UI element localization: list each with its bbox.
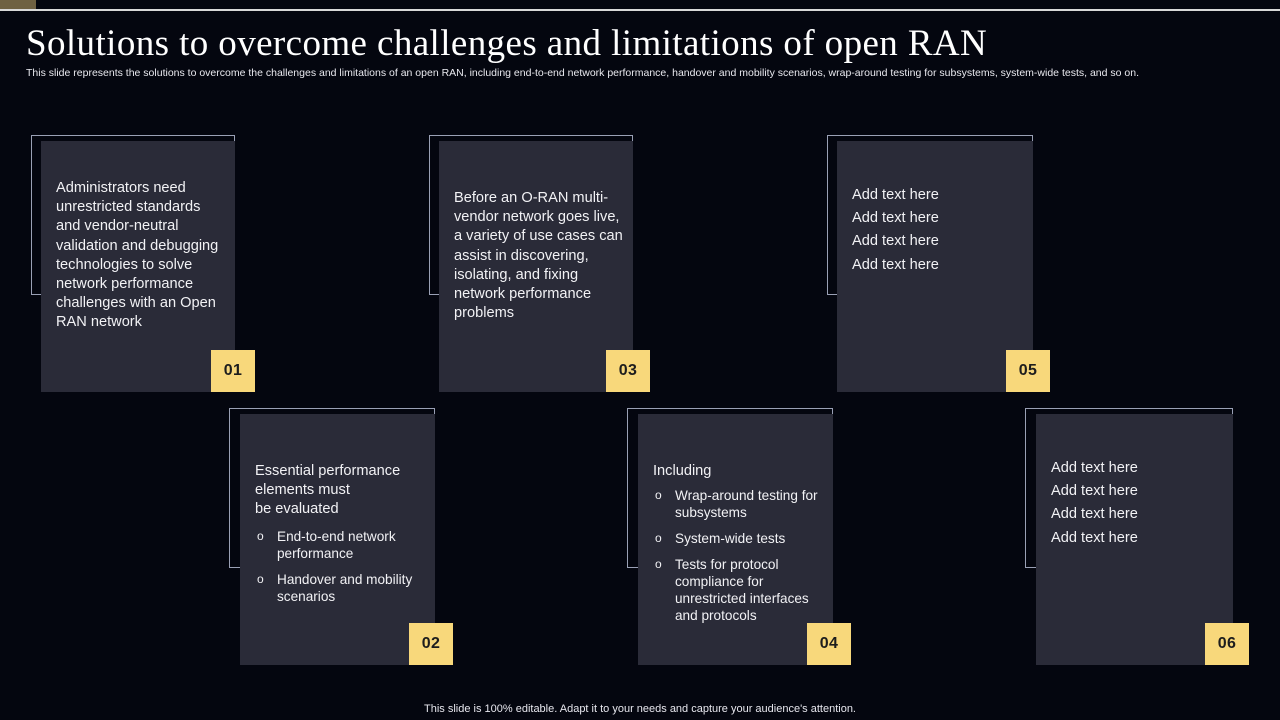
card-06-body: Add text here Add text here Add text her… [1051,457,1223,550]
circle-bullet-icon: o [655,557,662,572]
card-05[interactable]: Add text here Add text here Add text her… [827,135,1053,392]
card-01-panel: Administrators need unrestricted standar… [41,141,235,392]
card-02-bullet-1: End-to-end network performance [277,528,396,561]
card-04-panel: Including o Wrap-around testing for subs… [638,414,833,665]
list-item: o System-wide tests [653,530,823,547]
list-item: o Wrap-around testing for subsystems [653,487,823,521]
card-06-line-2: Add text here [1051,483,1138,500]
card-03-badge: 03 [606,350,650,392]
circle-bullet-icon: o [257,528,264,543]
card-04-heading: Including [653,463,712,479]
card-05-line-1: Add text here [852,187,939,203]
card-05-line-2: Add text here [852,210,939,227]
card-05-line-3: Add text here [852,233,939,250]
top-divider-rule [0,9,1280,11]
top-left-tab [0,0,36,9]
card-02[interactable]: Essential performance elements must be e… [229,408,455,665]
list-item: o Handover and mobility scenarios [255,571,425,605]
card-01-badge: 01 [211,350,255,392]
card-03-panel: Before an O-RAN multi-vendor network goe… [439,141,633,392]
card-03-body: Before an O-RAN multi-vendor network goe… [454,189,623,323]
card-01-body: Administrators need unrestricted standar… [56,179,225,333]
card-02-bullet-list: o End-to-end network performance o Hando… [255,528,425,605]
list-item: o End-to-end network performance [255,528,425,562]
card-06-panel: Add text here Add text here Add text her… [1036,414,1233,665]
card-02-heading: Essential performance elements must be e… [255,463,401,518]
page-title: Solutions to overcome challenges and lim… [26,23,988,64]
card-04-bullet-list: o Wrap-around testing for subsystems o S… [653,487,823,624]
card-05-panel: Add text here Add text here Add text her… [837,141,1033,392]
card-02-bullet-2: Handover and mobility scenarios [277,571,413,604]
card-05-body: Add text here Add text here Add text her… [852,184,1023,277]
card-02-panel: Essential performance elements must be e… [240,414,435,665]
list-item: o Tests for protocol compliance for unre… [653,556,823,624]
card-04-bullet-3: Tests for protocol compliance for unrest… [675,557,809,624]
circle-bullet-icon: o [655,488,662,503]
card-03-paragraph: Before an O-RAN multi-vendor network goe… [454,190,623,322]
page-subtitle: This slide represents the solutions to o… [26,67,1139,79]
card-01-paragraph: Administrators need unrestricted standar… [56,180,219,331]
card-02-badge: 02 [409,623,453,665]
card-04-bullet-2: System-wide tests [675,531,786,547]
card-04[interactable]: Including o Wrap-around testing for subs… [627,408,853,665]
card-02-body: Essential performance elements must be e… [255,462,425,614]
card-04-body: Including o Wrap-around testing for subs… [653,462,823,633]
card-04-bullet-1: Wrap-around testing for subsystems [675,488,818,521]
card-04-badge: 04 [807,623,851,665]
card-05-line-4: Add text here [852,256,939,273]
circle-bullet-icon: o [655,531,662,546]
card-05-badge: 05 [1006,350,1050,392]
card-06-line-3: Add text here [1051,506,1138,523]
card-06-line-4: Add text here [1051,529,1138,546]
card-03[interactable]: Before an O-RAN multi-vendor network goe… [429,135,653,392]
footer-note: This slide is 100% editable. Adapt it to… [424,703,856,715]
card-01[interactable]: Administrators need unrestricted standar… [31,135,255,392]
circle-bullet-icon: o [257,571,264,586]
card-06-badge: 06 [1205,623,1249,665]
card-06[interactable]: Add text here Add text here Add text her… [1025,408,1253,665]
card-06-line-1: Add text here [1051,460,1138,476]
